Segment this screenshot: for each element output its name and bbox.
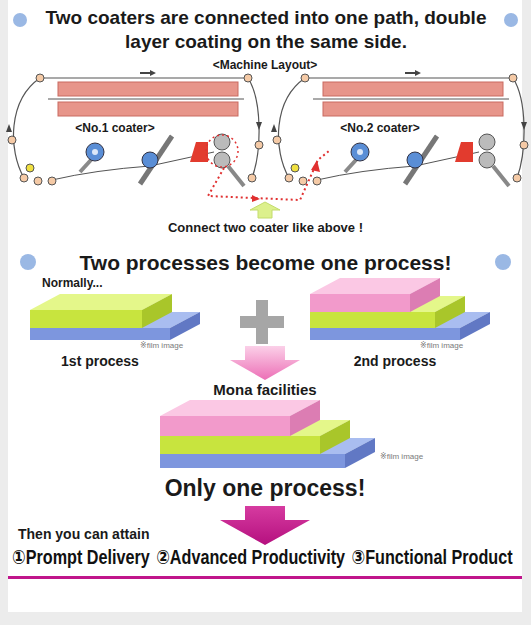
watermark: ※film image bbox=[420, 341, 463, 351]
process-label: 1st process bbox=[40, 353, 160, 370]
process-label: 2nd process bbox=[335, 353, 455, 370]
coater-label: <No.2 coater> bbox=[325, 121, 435, 135]
coater-label: <No.1 coater> bbox=[60, 121, 170, 135]
section-heading: Two processes become one process! bbox=[40, 250, 491, 275]
watermark: ※film image bbox=[140, 341, 183, 351]
benefit-item: ③Functional Product bbox=[352, 545, 513, 569]
section-heading: Only one process! bbox=[65, 475, 465, 503]
note-text: Then you can attain bbox=[18, 526, 149, 543]
instruction-note: Connect two coater like above ! bbox=[100, 220, 431, 236]
page-title: Two coaters are connected into one path,… bbox=[36, 6, 496, 54]
note-text: Normally... bbox=[42, 276, 102, 290]
watermark: ※film image bbox=[380, 452, 423, 462]
benefit-item: ①Prompt Delivery bbox=[12, 545, 150, 569]
section-heading: <Machine Layout> bbox=[205, 58, 325, 72]
benefit-row: ①Prompt Delivery②Advanced Productivity ③F… bbox=[12, 545, 519, 569]
process-label: Mona facilities bbox=[165, 381, 365, 399]
benefit-item: ②Advanced Productivity bbox=[156, 545, 345, 569]
